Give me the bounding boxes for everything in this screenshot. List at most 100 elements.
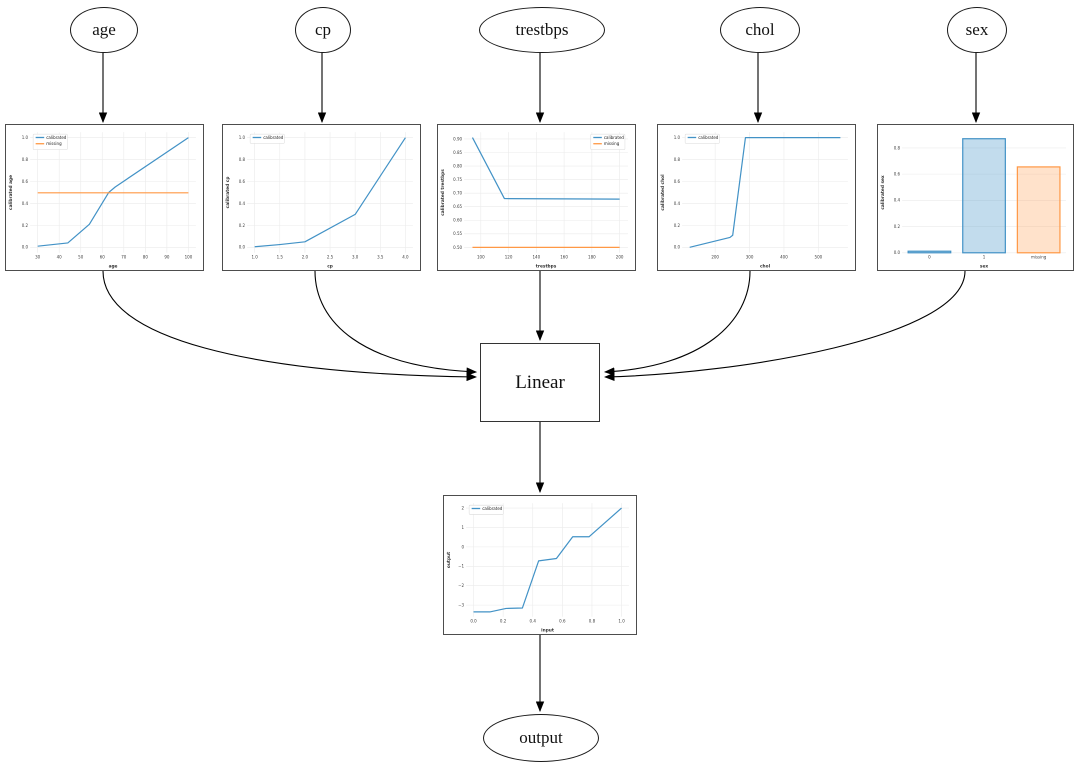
svg-text:0: 0 — [928, 254, 931, 259]
svg-text:120: 120 — [505, 254, 513, 259]
linear-node: Linear — [480, 343, 600, 422]
svg-text:0.4: 0.4 — [674, 201, 681, 206]
svg-text:200: 200 — [711, 254, 719, 259]
svg-text:calibrated: calibrated — [698, 135, 719, 140]
svg-text:200: 200 — [616, 254, 624, 259]
svg-text:0.2: 0.2 — [239, 223, 246, 228]
svg-text:trestbps: trestbps — [536, 263, 557, 269]
svg-text:calibrated: calibrated — [46, 135, 67, 140]
svg-text:500: 500 — [815, 254, 823, 259]
svg-text:30: 30 — [35, 254, 41, 259]
svg-text:0.4: 0.4 — [894, 198, 901, 203]
svg-text:0.0: 0.0 — [470, 618, 477, 623]
svg-text:1.0: 1.0 — [674, 135, 681, 140]
svg-text:0.8: 0.8 — [894, 145, 901, 150]
svg-text:0.4: 0.4 — [530, 618, 537, 623]
svg-text:0.6: 0.6 — [22, 179, 29, 184]
svg-text:missing: missing — [46, 141, 62, 146]
svg-text:calibrated sex: calibrated sex — [880, 175, 886, 210]
node-cp-label: cp — [314, 20, 332, 39]
svg-text:0.2: 0.2 — [22, 223, 29, 228]
svg-text:−2: −2 — [458, 583, 464, 588]
edge-age-plot-to-linear — [102, 270, 478, 382]
svg-text:0.90: 0.90 — [453, 136, 462, 141]
node-age-label: age — [92, 20, 116, 39]
svg-text:chol: chol — [760, 263, 771, 269]
svg-text:300: 300 — [746, 254, 754, 259]
svg-text:0.50: 0.50 — [453, 245, 462, 250]
svg-text:2.0: 2.0 — [302, 254, 309, 259]
node-output: output — [483, 714, 599, 762]
svg-text:calibrated: calibrated — [482, 506, 503, 511]
svg-text:180: 180 — [588, 254, 596, 259]
svg-text:cp: cp — [327, 264, 333, 269]
svg-text:output: output — [446, 552, 452, 568]
svg-text:0.85: 0.85 — [453, 150, 462, 155]
node-trestbps: trestbps — [479, 7, 605, 53]
svg-text:1: 1 — [462, 525, 465, 530]
svg-text:400: 400 — [780, 254, 788, 259]
svg-text:50: 50 — [78, 254, 84, 259]
svg-text:calibrated: calibrated — [263, 135, 284, 140]
svg-text:0.0: 0.0 — [239, 245, 246, 250]
svg-text:0.2: 0.2 — [674, 223, 681, 228]
svg-text:input: input — [541, 627, 554, 633]
svg-text:1: 1 — [983, 254, 986, 259]
svg-text:0.2: 0.2 — [894, 224, 901, 229]
svg-text:3.5: 3.5 — [377, 254, 384, 259]
svg-text:2.5: 2.5 — [327, 254, 334, 259]
svg-text:1.5: 1.5 — [277, 254, 284, 259]
edge-sex-plot-to-linear — [603, 270, 966, 381]
svg-text:4.0: 4.0 — [402, 254, 409, 259]
svg-text:calibrated: calibrated — [604, 135, 625, 140]
svg-text:0.80: 0.80 — [453, 163, 462, 168]
linear-node-label: Linear — [515, 371, 565, 393]
svg-text:0.6: 0.6 — [674, 179, 681, 184]
svg-text:0.4: 0.4 — [22, 201, 29, 206]
svg-text:sex: sex — [980, 264, 988, 269]
svg-text:140: 140 — [532, 254, 540, 259]
svg-text:40: 40 — [57, 254, 63, 259]
svg-text:0.8: 0.8 — [22, 157, 29, 162]
svg-text:3.0: 3.0 — [352, 254, 359, 259]
svg-text:0.70: 0.70 — [453, 191, 462, 196]
svg-text:1.0: 1.0 — [251, 254, 258, 259]
svg-text:160: 160 — [560, 254, 568, 259]
svg-text:0.75: 0.75 — [453, 177, 462, 182]
node-output-label: output — [519, 728, 563, 747]
svg-text:0.0: 0.0 — [894, 250, 901, 255]
node-age: age — [70, 7, 138, 53]
edge-cp-plot-to-linear — [314, 270, 478, 376]
svg-text:calibrated chol: calibrated chol — [660, 174, 666, 211]
node-chol-label: chol — [745, 20, 775, 39]
svg-text:age: age — [109, 264, 118, 269]
svg-text:calibrated age: calibrated age — [8, 175, 14, 210]
svg-text:100: 100 — [185, 254, 193, 259]
svg-text:−3: −3 — [458, 603, 464, 608]
svg-text:70: 70 — [121, 254, 127, 259]
svg-text:0.2: 0.2 — [500, 618, 507, 623]
svg-text:missing: missing — [604, 141, 620, 146]
svg-text:0.65: 0.65 — [453, 204, 462, 209]
svg-text:2: 2 — [462, 505, 465, 510]
svg-text:missing: missing — [1031, 254, 1047, 259]
svg-text:−1: −1 — [458, 564, 464, 569]
svg-text:1.0: 1.0 — [239, 135, 246, 140]
svg-text:0.8: 0.8 — [589, 618, 596, 623]
svg-text:0.6: 0.6 — [559, 618, 566, 623]
svg-text:calibrated trestbps: calibrated trestbps — [440, 169, 446, 216]
svg-text:100: 100 — [477, 254, 485, 259]
svg-text:0.4: 0.4 — [239, 201, 246, 206]
